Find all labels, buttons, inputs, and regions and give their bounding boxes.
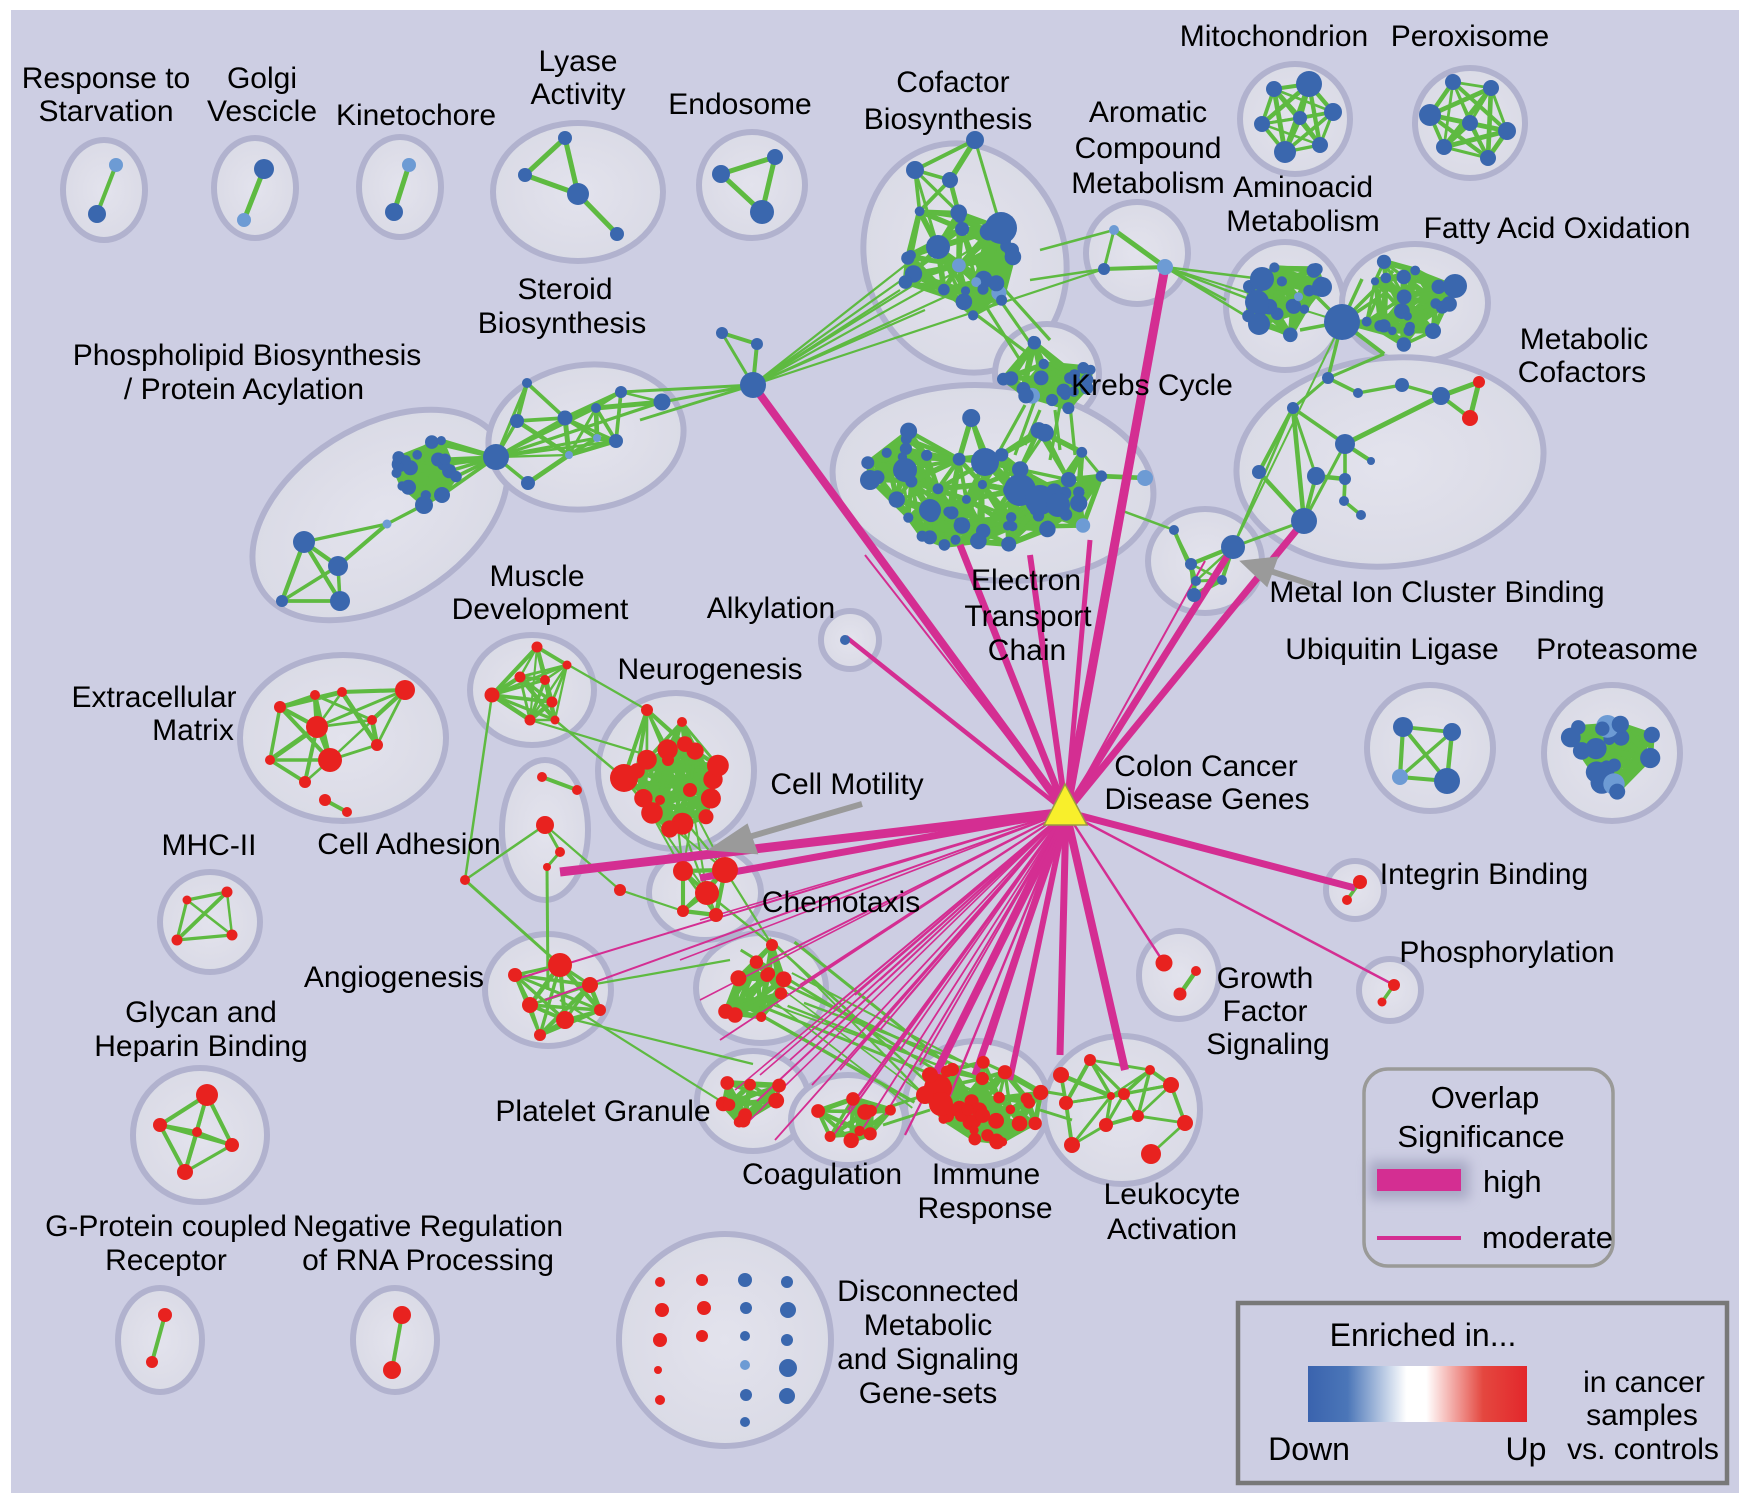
svg-text:Transport: Transport <box>964 600 1092 633</box>
svg-text:and Signaling: and Signaling <box>837 1343 1019 1376</box>
svg-text:Compound: Compound <box>1075 132 1222 165</box>
svg-text:Gene-sets: Gene-sets <box>859 1377 997 1410</box>
svg-text:Starvation: Starvation <box>38 95 173 128</box>
svg-text:Golgi: Golgi <box>227 62 297 95</box>
svg-text:Metabolic: Metabolic <box>864 1309 992 1342</box>
svg-text:Phospholipid Biosynthesis: Phospholipid Biosynthesis <box>73 339 422 372</box>
svg-text:Ubiquitin Ligase: Ubiquitin Ligase <box>1285 633 1498 666</box>
svg-text:Matrix: Matrix <box>152 714 234 747</box>
svg-text:Aromatic: Aromatic <box>1089 96 1207 129</box>
svg-text:Cell Motility: Cell Motility <box>770 768 923 801</box>
svg-text:Metabolism: Metabolism <box>1071 167 1224 200</box>
svg-text:Disconnected: Disconnected <box>837 1275 1019 1308</box>
svg-text:high: high <box>1483 1164 1542 1199</box>
svg-text:Aminoacid: Aminoacid <box>1233 171 1373 204</box>
svg-text:Factor: Factor <box>1222 995 1307 1028</box>
svg-text:Cell Adhesion: Cell Adhesion <box>317 828 500 861</box>
svg-text:Development: Development <box>452 593 629 626</box>
svg-text:Kinetochore: Kinetochore <box>336 99 496 132</box>
svg-text:Heparin Binding: Heparin Binding <box>94 1030 307 1063</box>
svg-text:Chemotaxis: Chemotaxis <box>762 886 920 919</box>
svg-text:Cofactor: Cofactor <box>896 66 1009 99</box>
svg-text:Negative Regulation: Negative Regulation <box>293 1210 563 1243</box>
svg-text:Colon Cancer: Colon Cancer <box>1114 750 1297 783</box>
svg-text:Integrin Binding: Integrin Binding <box>1380 858 1588 891</box>
svg-text:Angiogenesis: Angiogenesis <box>304 961 484 994</box>
svg-text:Disease Genes: Disease Genes <box>1104 783 1309 816</box>
svg-text:Lyase: Lyase <box>539 45 618 78</box>
svg-text:Metabolism: Metabolism <box>1226 205 1379 238</box>
svg-text:/ Protein Acylation: / Protein Acylation <box>124 373 364 406</box>
svg-text:Metal Ion Cluster Binding: Metal Ion Cluster Binding <box>1269 576 1604 609</box>
svg-text:Chain: Chain <box>988 634 1066 667</box>
svg-text:Muscle: Muscle <box>489 560 584 593</box>
svg-text:Vescicle: Vescicle <box>207 95 317 128</box>
svg-text:Phosphorylation: Phosphorylation <box>1399 936 1614 969</box>
svg-text:Activation: Activation <box>1107 1213 1237 1246</box>
svg-text:Response: Response <box>917 1192 1052 1225</box>
svg-text:Steroid: Steroid <box>517 273 612 306</box>
svg-text:Up: Up <box>1506 1431 1547 1467</box>
svg-text:Platelet Granule: Platelet Granule <box>495 1095 710 1128</box>
svg-text:Growth: Growth <box>1217 962 1314 995</box>
svg-text:G-Protein coupled: G-Protein coupled <box>45 1210 287 1243</box>
svg-text:Coagulation: Coagulation <box>742 1158 902 1191</box>
svg-text:Metabolic: Metabolic <box>1520 323 1648 356</box>
svg-text:Electron: Electron <box>971 564 1081 597</box>
svg-text:Biosynthesis: Biosynthesis <box>478 307 646 340</box>
svg-text:in cancer: in cancer <box>1583 1366 1705 1399</box>
svg-text:Immune: Immune <box>932 1158 1040 1191</box>
svg-text:Glycan and: Glycan and <box>125 996 277 1029</box>
svg-text:Enriched in...: Enriched in... <box>1330 1317 1517 1353</box>
svg-text:Cofactors: Cofactors <box>1518 356 1646 389</box>
svg-text:Extracellular: Extracellular <box>71 681 236 714</box>
svg-text:MHC-II: MHC-II <box>162 829 257 862</box>
svg-text:samples: samples <box>1586 1399 1698 1432</box>
svg-text:Neurogenesis: Neurogenesis <box>617 653 802 686</box>
svg-text:Peroxisome: Peroxisome <box>1391 20 1549 53</box>
svg-text:Proteasome: Proteasome <box>1536 633 1698 666</box>
svg-text:Receptor: Receptor <box>105 1244 227 1277</box>
svg-text:Biosynthesis: Biosynthesis <box>864 103 1032 136</box>
svg-text:moderate: moderate <box>1482 1220 1613 1255</box>
svg-text:Overlap: Overlap <box>1431 1080 1540 1115</box>
svg-text:Activity: Activity <box>530 78 625 111</box>
svg-text:Alkylation: Alkylation <box>707 592 835 625</box>
svg-text:Fatty Acid Oxidation: Fatty Acid Oxidation <box>1424 212 1691 245</box>
svg-text:vs. controls: vs. controls <box>1567 1433 1719 1466</box>
svg-text:Significance: Significance <box>1397 1119 1564 1154</box>
svg-text:Mitochondrion: Mitochondrion <box>1180 20 1368 53</box>
svg-text:Leukocyte: Leukocyte <box>1104 1178 1241 1211</box>
svg-text:Signaling: Signaling <box>1206 1028 1329 1061</box>
svg-text:of RNA Processing: of RNA Processing <box>302 1244 554 1277</box>
svg-text:Response to: Response to <box>22 62 190 95</box>
svg-text:Krebs Cycle: Krebs Cycle <box>1071 369 1233 402</box>
svg-text:Down: Down <box>1268 1431 1350 1467</box>
svg-text:Endosome: Endosome <box>668 88 811 121</box>
